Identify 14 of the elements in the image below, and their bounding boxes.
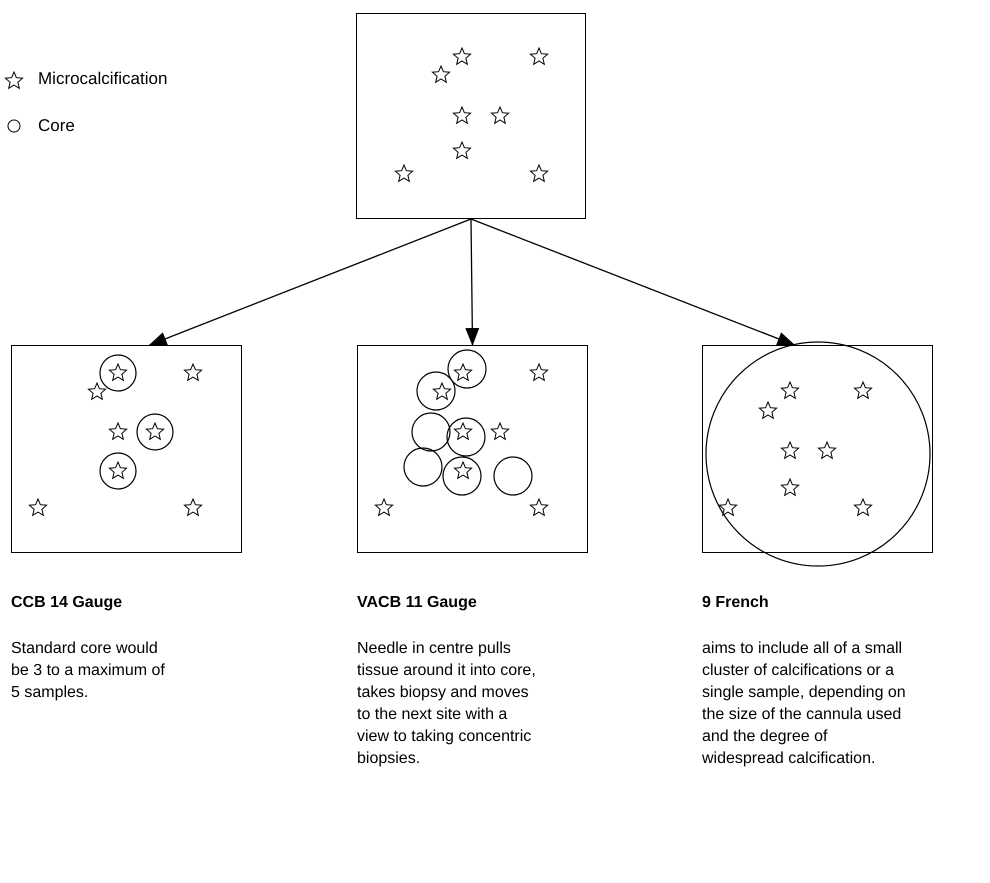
method-description: aims to include all of a small cluster of calcifications or a single sample, depending on the size of the cannula used and the degree of widespread calcification.	[702, 639, 907, 769]
method-heading: CCB 14 Gauge	[11, 594, 124, 612]
specimen-box	[356, 13, 586, 219]
legend-label: Microcalcification	[38, 69, 168, 89]
method-description: Needle in centre pulls tissue around it into core, takes biopsy and moves to the next site with a view to taking concentric biopsies.	[357, 639, 537, 769]
method-heading: 9 French	[702, 594, 770, 612]
arrow	[148, 218, 472, 346]
specimen-box	[357, 345, 588, 553]
method-description: Standard core would be 3 to a maximum of 5 samples.	[11, 639, 166, 703]
legend-label: Core	[38, 116, 75, 136]
arrow	[470, 218, 796, 346]
method-heading: VACB 11 Gauge	[357, 594, 478, 612]
specimen-box	[11, 345, 242, 553]
arrow	[465, 219, 480, 346]
